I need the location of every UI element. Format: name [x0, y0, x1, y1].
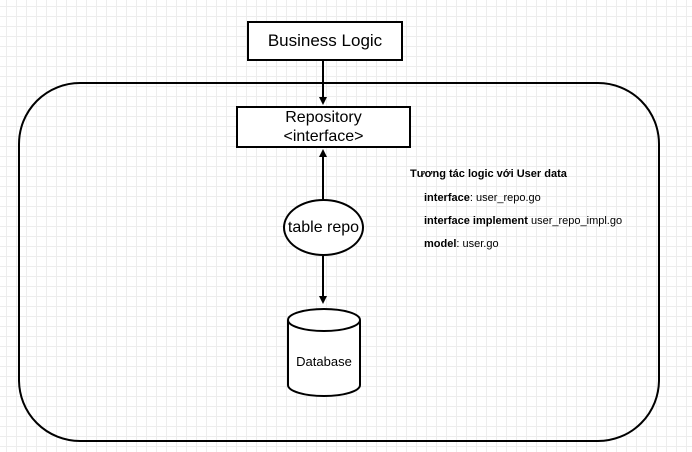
- info-row-model: model: user.go: [424, 238, 622, 251]
- info-row-interface: interface: user_repo.go: [424, 192, 622, 205]
- info-row-value: : user.go: [456, 238, 499, 250]
- table-repo-label: table repo: [287, 218, 360, 236]
- table-repo-node: table repo: [283, 199, 364, 256]
- info-title: Tương tác logic với User data: [410, 168, 567, 180]
- info-row-key: interface: [424, 192, 470, 204]
- repository-node: Repository <interface>: [236, 106, 411, 148]
- info-row-value: : user_repo.go: [469, 192, 541, 204]
- database-cylinder-icon: [287, 308, 361, 397]
- repository-interface-label: <interface>: [283, 128, 364, 145]
- repository-layer-container: [18, 82, 660, 442]
- business-logic-label: Business Logic: [267, 31, 383, 50]
- info-row-key: interface implement: [424, 215, 528, 227]
- database-label: Database: [296, 354, 352, 369]
- info-row-interface-implement: interface implement user_repo_impl.go: [424, 215, 622, 228]
- business-logic-node: Business Logic: [247, 21, 403, 61]
- info-note: Tương tác logic với User data interface:…: [410, 168, 622, 261]
- info-row-key: model: [424, 238, 457, 250]
- info-row-value: user_repo_impl.go: [527, 215, 623, 227]
- repository-label: Repository: [285, 109, 362, 126]
